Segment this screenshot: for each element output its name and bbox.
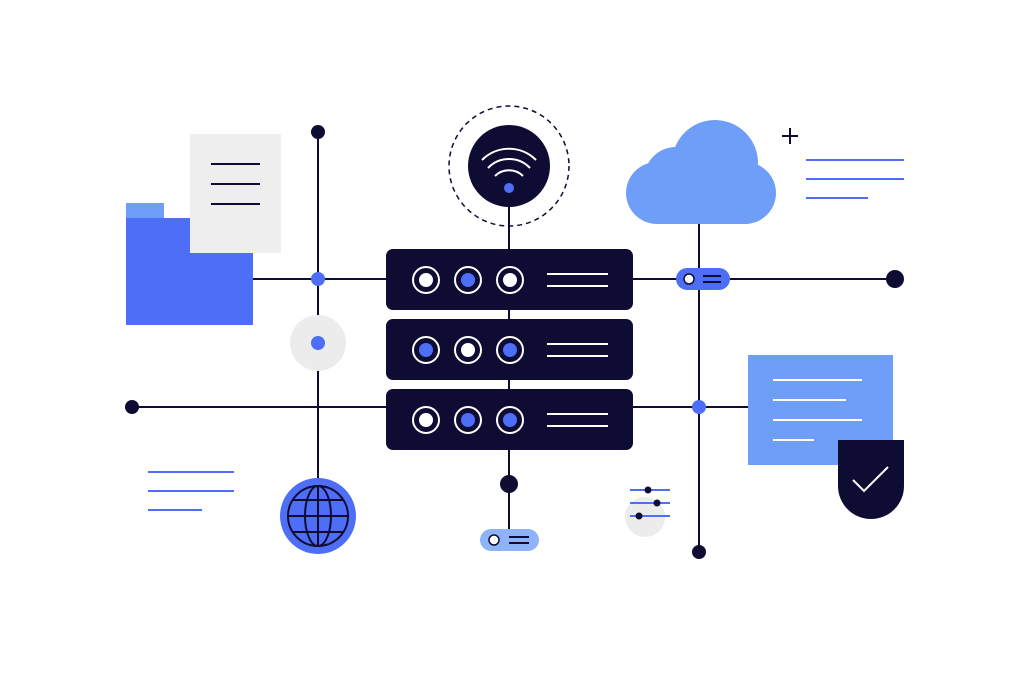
- status-light-ring: [496, 266, 524, 294]
- node-dot: [311, 125, 325, 139]
- toggle-pill-icon: [480, 529, 539, 551]
- status-light-ring: [412, 336, 440, 364]
- status-light-ring: [454, 266, 482, 294]
- server-unit: [386, 249, 633, 310]
- node-dot: [500, 475, 518, 493]
- toggle-pill-icon: [676, 268, 730, 290]
- status-light-ring: [496, 406, 524, 434]
- status-light-ring: [496, 336, 524, 364]
- node-dot: [311, 336, 325, 350]
- node-dot: [125, 400, 139, 414]
- status-light: [503, 413, 517, 427]
- wifi-icon: [448, 105, 570, 227]
- status-light-ring: [412, 406, 440, 434]
- status-light: [503, 343, 517, 357]
- status-light-ring: [412, 266, 440, 294]
- shield-check-icon: [838, 440, 904, 519]
- status-light: [419, 413, 433, 427]
- text-lines-decoration: [806, 159, 904, 199]
- node-dot: [692, 400, 706, 414]
- server-unit: [386, 389, 633, 450]
- status-light: [503, 273, 517, 287]
- filter-sliders-icon: [625, 486, 670, 537]
- document-icon: [190, 134, 281, 253]
- status-light: [461, 343, 475, 357]
- globe-icon: [280, 478, 356, 554]
- node-dot: [311, 272, 325, 286]
- server-unit: [386, 319, 633, 380]
- text-lines-decoration: [148, 471, 234, 511]
- node-dot: [886, 270, 904, 288]
- status-light-ring: [454, 336, 482, 364]
- status-light-ring: [454, 406, 482, 434]
- server-rack-icon: [386, 249, 633, 450]
- node-dots: [125, 125, 904, 559]
- plus-icon: [782, 128, 798, 144]
- node-dot: [692, 545, 706, 559]
- status-light: [419, 343, 433, 357]
- cloud-icon: [626, 120, 776, 224]
- status-light: [461, 413, 475, 427]
- status-light: [461, 273, 475, 287]
- status-light: [419, 273, 433, 287]
